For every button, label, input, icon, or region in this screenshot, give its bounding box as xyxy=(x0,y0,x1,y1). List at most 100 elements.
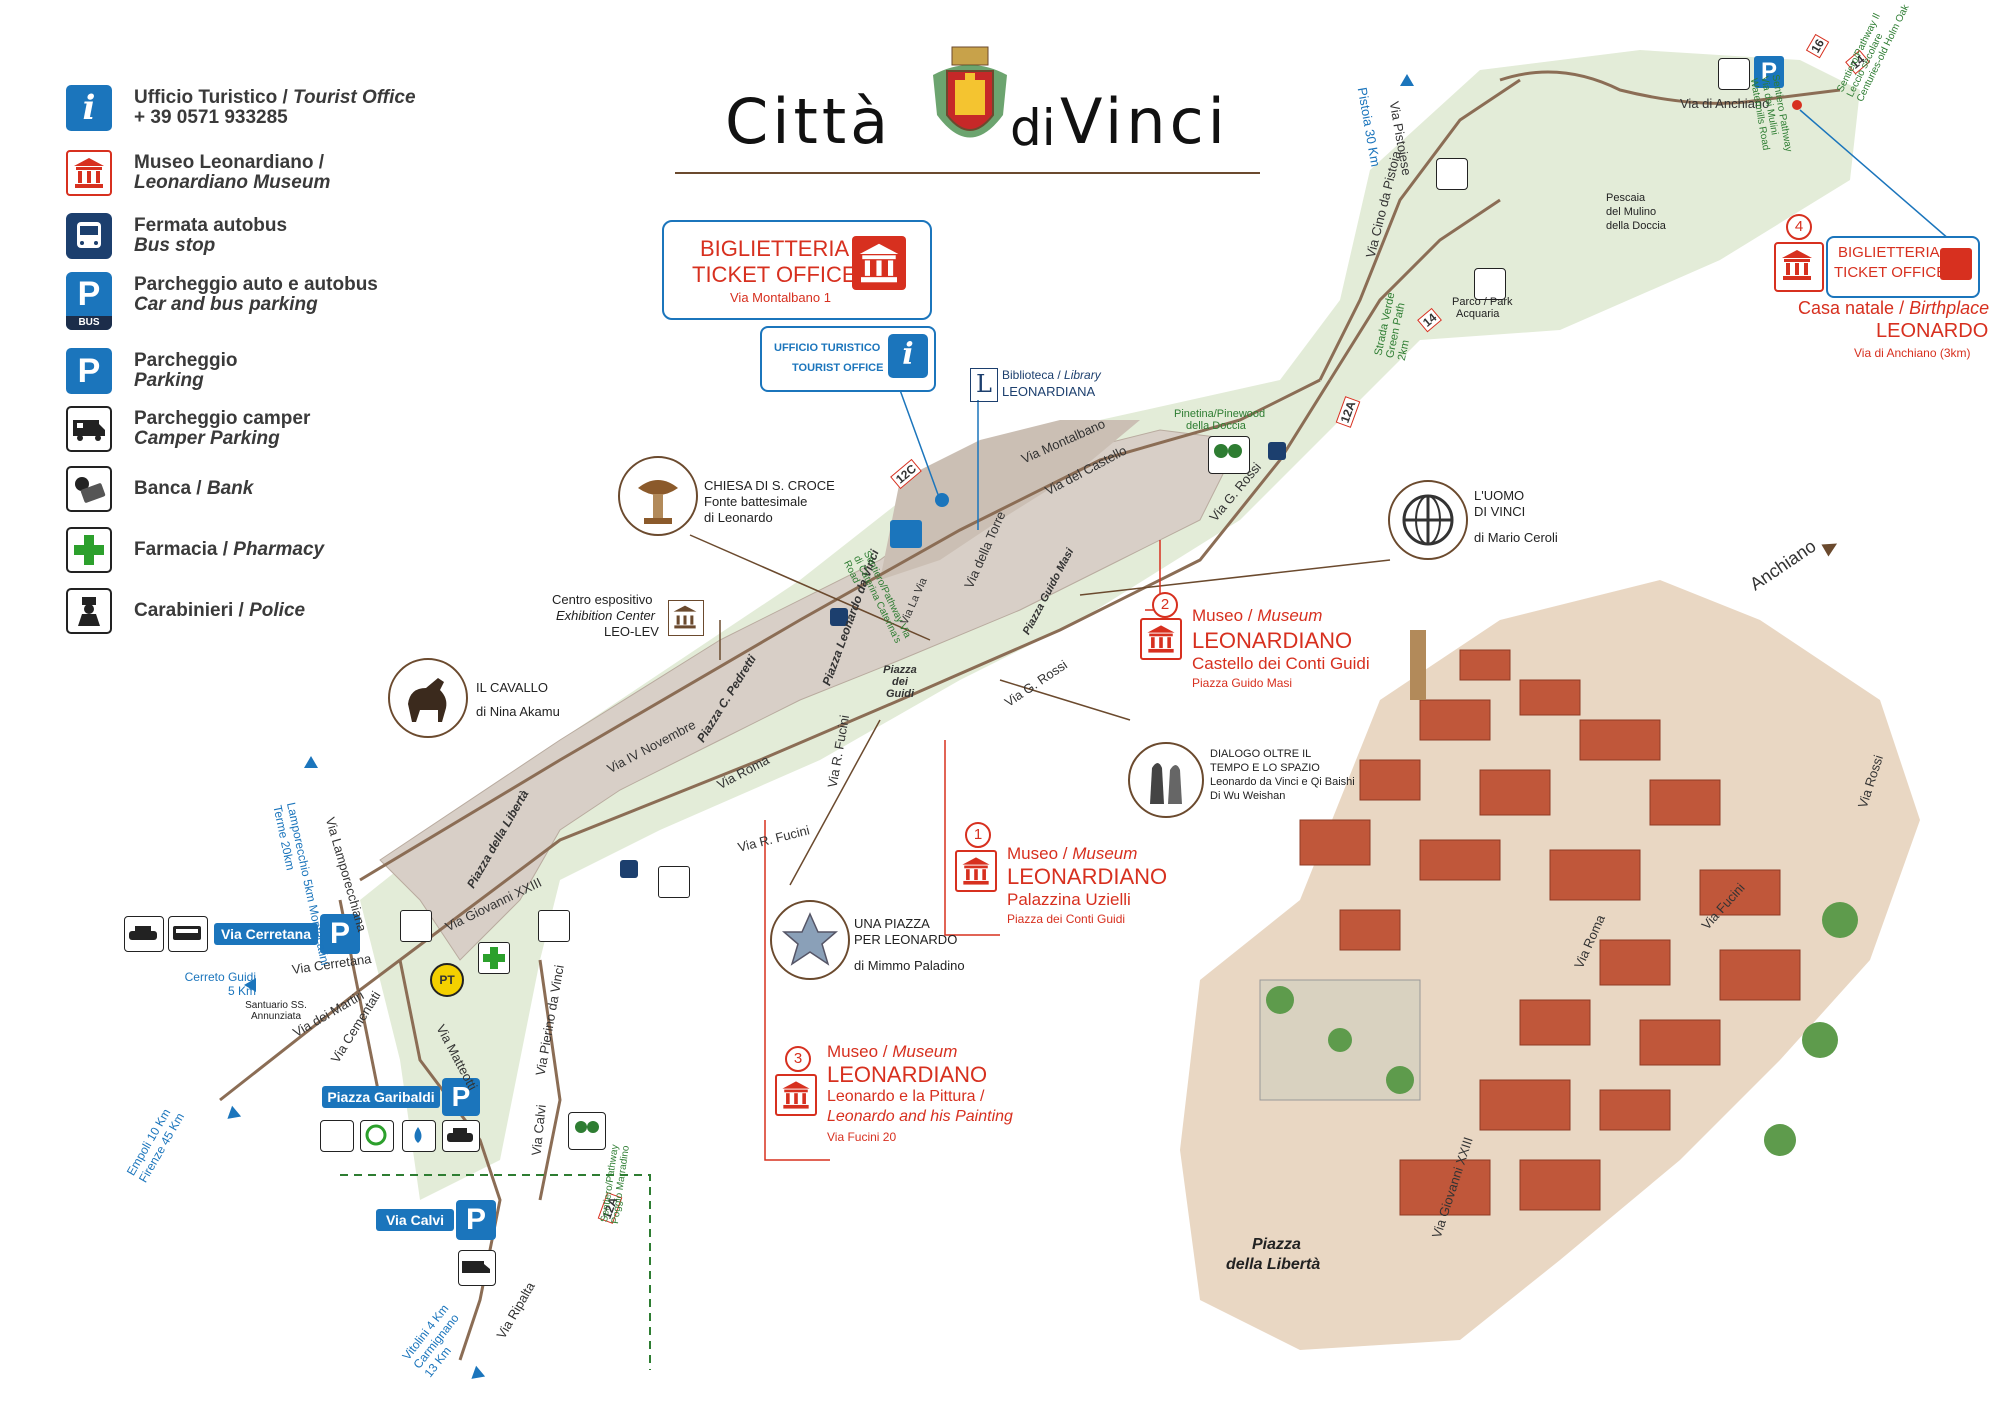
dialogo-oltre-il-tempo[interactable]: DIALOGO OLTRE IL TEMPO E LO SPAZIO Leona… xyxy=(1128,742,1355,822)
tourist-office-dot[interactable] xyxy=(935,493,949,507)
uomo-di-vinci[interactable]: L'UOMO DI VINCI di Mario Ceroli xyxy=(1388,480,1568,570)
aerial-piazza-1: Piazza xyxy=(1252,1236,1301,1253)
legend-item-camper: Parcheggio camper Camper Parking xyxy=(66,406,486,454)
arrow-left-icon xyxy=(244,978,256,992)
place-santuario: Santuario SS. Annunziata xyxy=(245,1000,307,1022)
legend-item-pharmacy: Farmacia / Pharmacy xyxy=(66,527,486,575)
anchiano-dot[interactable] xyxy=(1792,100,1802,110)
parking-via-calvi[interactable]: Via Calvi P xyxy=(376,1200,496,1240)
aerial-piazza-2: della Libertà xyxy=(1226,1256,1321,1273)
biblioteca-leonardiana[interactable]: L Biblioteca / Library LEONARDIANA xyxy=(970,366,1110,406)
car-icon xyxy=(442,1120,480,1152)
parking-piazza-garibaldi[interactable]: Piazza Garibaldi P xyxy=(322,1078,482,1116)
bus-stop-icon[interactable] xyxy=(620,860,638,878)
water-icon xyxy=(402,1120,436,1152)
parking-icon: P xyxy=(320,914,360,954)
place-parco-1: Parco / Park xyxy=(1452,296,1513,308)
ev-charging-icon xyxy=(360,1120,394,1152)
title-underline xyxy=(675,172,1260,174)
leader-lines-blue xyxy=(899,109,1951,530)
pharmacy-icon[interactable] xyxy=(478,942,510,974)
street-via-di-anchiano: Via di Anchiano xyxy=(1680,96,1770,111)
museum-icon xyxy=(775,1074,817,1116)
una-piazza-per-leonardo[interactable]: UNA PIAZZA PER LEONARDO di Mimmo Paladin… xyxy=(770,900,980,990)
museum-icon xyxy=(668,600,704,636)
legend-item-bank: Banca / Bank xyxy=(66,466,486,514)
bus-stop-icon[interactable] xyxy=(830,608,848,626)
parking-icon: P xyxy=(66,348,112,394)
legend-item-museum: Museo Leonardiano / Leonardiano Museum xyxy=(66,150,486,198)
parking-icon: P xyxy=(456,1200,496,1240)
roads xyxy=(219,70,1841,1361)
parking-icon[interactable]: P xyxy=(1754,56,1784,88)
parking-via-cerretana[interactable]: Via Cerretana P xyxy=(124,914,360,954)
museum-1-uzielli[interactable]: 1 Museo / Museum LEONARDIANO Palazzina U… xyxy=(955,822,1175,932)
museum-icon xyxy=(1940,248,1972,280)
museum-icon xyxy=(1774,242,1824,292)
picnic-icon xyxy=(320,1120,354,1152)
exhibition-center[interactable]: Centro espositivo Exhibition Center LEO-… xyxy=(548,590,708,646)
bank-icon[interactable] xyxy=(658,866,690,898)
place-parco-2: Acquaria xyxy=(1456,308,1500,320)
coat-of-arms-icon xyxy=(925,45,1015,165)
star-sculpture-icon xyxy=(770,900,850,980)
green-land xyxy=(360,50,1860,1200)
legend-item-police: Carabinieri / Police xyxy=(66,588,486,636)
sculpture-icon xyxy=(1388,480,1468,560)
parking-bus-icon: P BUS xyxy=(66,272,112,330)
garibaldi-services xyxy=(320,1120,480,1152)
tourist-office-box[interactable]: UFFICIO TURISTICO TOURIST OFFICE i xyxy=(760,326,936,392)
post-office-icon[interactable]: PT xyxy=(430,963,464,997)
car-icon xyxy=(124,916,164,952)
tourist-office-phone: + 39 0571 933285 xyxy=(134,107,288,128)
chiesa-santa-croce[interactable]: CHIESA DI S. CROCE Fonte battesimale di … xyxy=(618,456,835,546)
viewpoint-icon[interactable] xyxy=(1474,268,1506,300)
museum-2-castello[interactable]: 2 Museo / Museum LEONARDIANO Castello de… xyxy=(1140,592,1400,702)
library-icon: L xyxy=(970,368,998,402)
place-pescaia-1: Pescaia xyxy=(1606,192,1646,204)
bus-icon xyxy=(66,213,112,259)
arrow-up-icon xyxy=(1400,74,1414,86)
il-cavallo[interactable]: IL CAVALLO di Nina Akamu xyxy=(388,658,568,748)
place-pinetina: Pinetina/Pinewood xyxy=(1174,408,1266,420)
legend-item-tourist-office: i Ufficio Turistico / Tourist Office + 3… xyxy=(66,85,486,133)
police-icon[interactable] xyxy=(538,910,570,942)
museum-icon xyxy=(66,150,112,196)
museum-3-pittura[interactable]: 3 Museo / Museum LEONARDIANO Leonardo e … xyxy=(775,1040,1015,1150)
park-icon[interactable] xyxy=(568,1112,606,1150)
toilets-icon[interactable] xyxy=(890,520,922,548)
legend-item-parking: P Parcheggio Parking xyxy=(66,348,486,396)
bank-icon[interactable] xyxy=(400,910,432,942)
park-icon[interactable] xyxy=(1208,436,1250,474)
camper-icon xyxy=(66,406,112,452)
title-vinci: Vinci xyxy=(1060,85,1229,158)
viewpoint-icon[interactable] xyxy=(1718,58,1750,90)
tourist-info-icon: i xyxy=(888,334,928,378)
page-title: Città di Vinci xyxy=(725,46,1265,175)
museum-icon xyxy=(1140,618,1182,660)
street-piazza-dei-guidi: Piazza dei Guidi xyxy=(883,664,917,700)
arrow-up-icon xyxy=(304,756,318,768)
title-di: di xyxy=(1010,99,1056,157)
leader-lines xyxy=(689,534,1391,886)
bus-icon xyxy=(168,916,208,952)
museum-icon xyxy=(852,236,906,290)
horse-sculpture-icon xyxy=(388,658,468,738)
sculpture-icon xyxy=(1128,742,1204,818)
bank-icon xyxy=(66,466,112,512)
ticket-office-anchiano[interactable]: 4 BIGLIETTERIA TICKET OFFICE Casa natale… xyxy=(1756,214,1989,366)
dashed-boundary xyxy=(340,1174,651,1370)
police-icon xyxy=(66,588,112,634)
font-icon xyxy=(618,456,698,536)
parking-icon: P xyxy=(442,1078,480,1116)
place-doccia: della Doccia xyxy=(1186,420,1246,432)
legend-item-bus-stop: Fermata autobus Bus stop xyxy=(66,213,486,261)
viewpoint-icon[interactable] xyxy=(1436,158,1468,190)
museum-icon xyxy=(955,850,997,892)
title-citta: Città xyxy=(725,85,893,158)
legend-item-car-bus-parking: P BUS Parcheggio auto e autobus Car and … xyxy=(66,272,486,330)
place-pescaia-3: della Doccia xyxy=(1606,220,1666,232)
ticket-office-box[interactable]: BIGLIETTERIA TICKET OFFICE Via Montalban… xyxy=(662,220,932,320)
bus-stop-icon[interactable] xyxy=(1268,442,1286,460)
